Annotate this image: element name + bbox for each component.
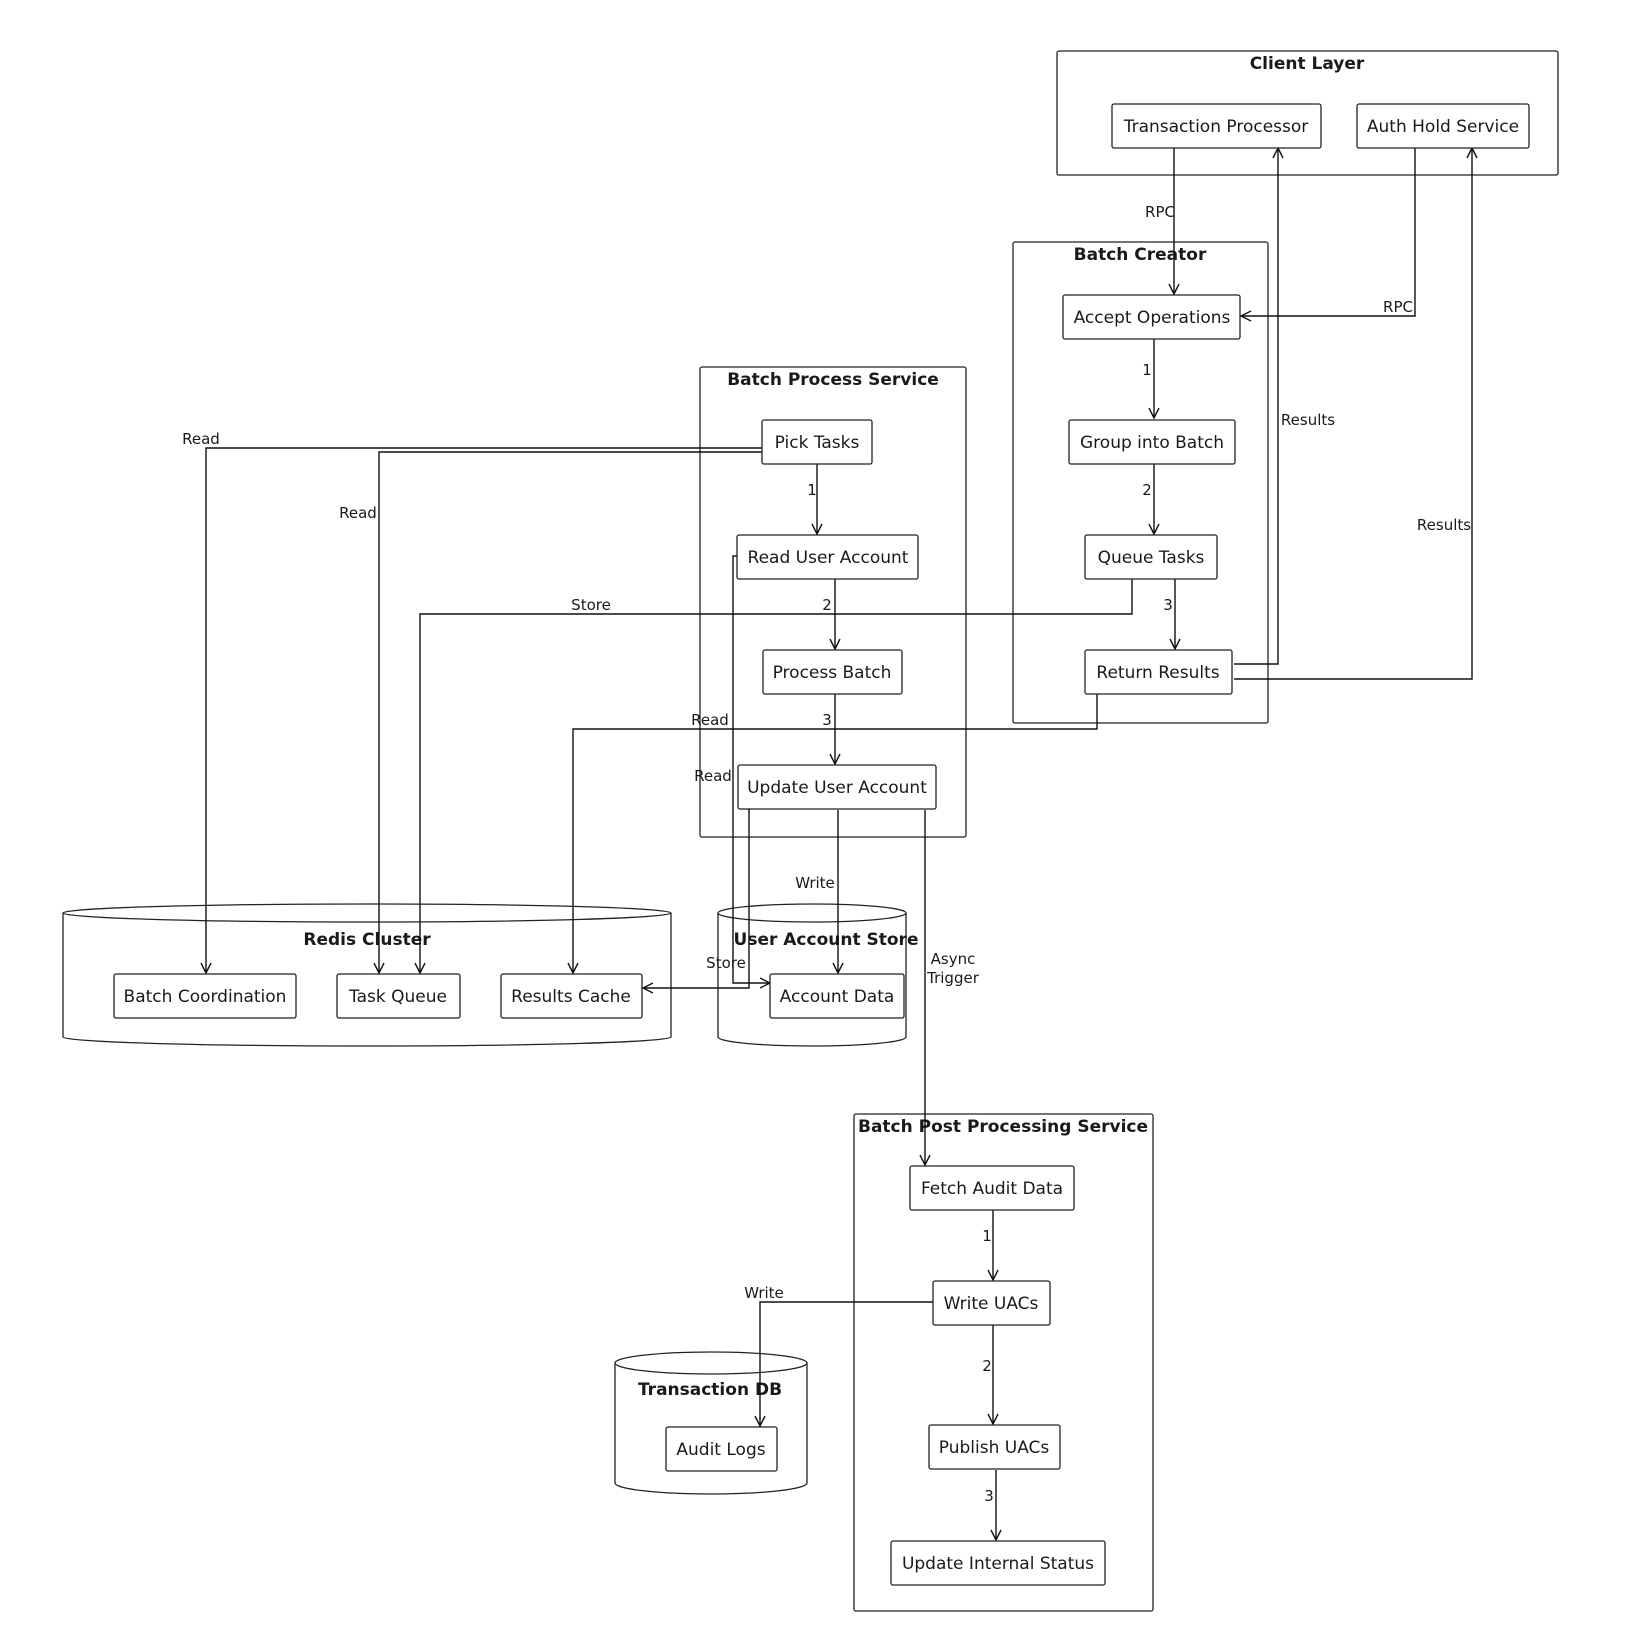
edge-queue-store-taskqueue <box>420 579 1133 973</box>
svg-text:Task Queue: Task Queue <box>348 987 447 1007</box>
edge-label-async-trigger-1: Async <box>931 950 976 968</box>
transaction-db-group: Transaction DB <box>614 1351 808 1495</box>
edge-label-bc-step3: 3 <box>1163 596 1173 614</box>
node-write-uacs[interactable]: Write UACs <box>932 1280 1051 1326</box>
node-return-results[interactable]: Return Results <box>1084 649 1233 695</box>
client-layer-title: Client Layer <box>1250 54 1365 74</box>
edge-label-read-results: Read <box>691 711 729 729</box>
node-transaction-processor[interactable]: Transaction Processor <box>1111 103 1322 149</box>
svg-text:Account Data: Account Data <box>780 987 895 1007</box>
svg-text:Transaction Processor: Transaction Processor <box>1123 117 1309 137</box>
node-batch-coordination[interactable]: Batch Coordination <box>113 973 297 1019</box>
edge-pick-read-coordination <box>206 447 763 973</box>
node-update-internal-status[interactable]: Update Internal Status <box>890 1540 1106 1586</box>
svg-text:Accept Operations: Accept Operations <box>1074 308 1231 328</box>
edge-label-pp-step1: 1 <box>982 1227 992 1245</box>
node-update-user-account[interactable]: Update User Account <box>737 764 937 810</box>
user-account-store-title: User Account Store <box>734 930 919 950</box>
client-layer-group: Client Layer <box>1056 50 1559 176</box>
svg-text:Results Cache: Results Cache <box>511 987 631 1007</box>
batch-post-processing-service-title: Batch Post Processing Service <box>858 1117 1148 1137</box>
node-results-cache[interactable]: Results Cache <box>500 973 643 1019</box>
edge-label-pp-step2: 2 <box>982 1357 992 1375</box>
batch-creator-title: Batch Creator <box>1074 245 1207 265</box>
svg-text:Write UACs: Write UACs <box>944 1294 1039 1314</box>
edge-label-store-queue: Store <box>571 596 611 614</box>
edge-label-read-account: Read <box>694 767 732 785</box>
node-task-queue[interactable]: Task Queue <box>336 973 461 1019</box>
edge-label-pp-step3: 3 <box>984 1487 994 1505</box>
edge-label-write-account: Write <box>795 874 835 892</box>
edge-label-results-tp: Results <box>1281 411 1335 429</box>
edge-results-to-authhold <box>1234 148 1472 680</box>
edge-label-bp-step1: 1 <box>807 481 817 499</box>
node-fetch-audit-data[interactable]: Fetch Audit Data <box>909 1165 1075 1211</box>
svg-text:Group into Batch: Group into Batch <box>1080 433 1224 453</box>
node-audit-logs[interactable]: Audit Logs <box>665 1426 778 1472</box>
edge-label-bp-step2: 2 <box>822 596 832 614</box>
transaction-db-title: Transaction DB <box>638 1380 782 1400</box>
svg-text:Publish UACs: Publish UACs <box>939 1438 1050 1458</box>
edge-label-write-audit: Write <box>744 1284 784 1302</box>
node-read-user-account[interactable]: Read User Account <box>736 534 919 580</box>
svg-text:Audit Logs: Audit Logs <box>676 1440 765 1460</box>
node-auth-hold-service[interactable]: Auth Hold Service <box>1356 103 1530 149</box>
redis-cluster-group: Redis Cluster <box>62 903 672 1047</box>
svg-text:Auth Hold Service: Auth Hold Service <box>1367 117 1519 137</box>
edge-writeuacs-to-auditlogs <box>760 1301 934 1426</box>
edge-label-async-trigger-2: Trigger <box>926 969 980 987</box>
edge-results-to-tp <box>1234 148 1278 665</box>
edge-label-results-ah: Results <box>1417 516 1471 534</box>
edge-label-store-results: Store <box>706 954 746 972</box>
svg-text:Return Results: Return Results <box>1096 663 1219 683</box>
edge-update-store-resultscache <box>643 810 749 988</box>
edge-label-bc-step1: 1 <box>1142 361 1152 379</box>
edge-label-rpc-ah: RPC <box>1383 298 1413 316</box>
svg-text:Update User Account: Update User Account <box>747 778 927 798</box>
edge-pick-read-taskqueue <box>379 451 763 973</box>
batch-process-service-title: Batch Process Service <box>727 370 939 390</box>
node-account-data[interactable]: Account Data <box>769 973 905 1019</box>
svg-text:Read User Account: Read User Account <box>748 548 909 568</box>
svg-text:Fetch Audit Data: Fetch Audit Data <box>921 1179 1063 1199</box>
batch-post-processing-service-group: Batch Post Processing Service <box>853 1113 1154 1612</box>
node-pick-tasks[interactable]: Pick Tasks <box>761 419 873 465</box>
svg-text:Queue Tasks: Queue Tasks <box>1098 548 1205 568</box>
node-queue-tasks[interactable]: Queue Tasks <box>1084 534 1218 580</box>
node-publish-uacs[interactable]: Publish UACs <box>928 1424 1061 1470</box>
svg-text:Process Batch: Process Batch <box>773 663 892 683</box>
nodes: Transaction Processor Auth Hold Service … <box>113 103 1530 1586</box>
edge-labels: RPC RPC Results Results 1 2 3 Store Read… <box>182 203 1471 1505</box>
edge-label-bc-step2: 2 <box>1142 481 1152 499</box>
node-group-into-batch[interactable]: Group into Batch <box>1068 419 1236 465</box>
svg-text:Update Internal Status: Update Internal Status <box>902 1554 1094 1574</box>
redis-cluster-title: Redis Cluster <box>303 930 431 950</box>
edges <box>206 148 1472 1540</box>
batch-process-service-group: Batch Process Service <box>699 366 967 838</box>
edge-label-read-taskqueue: Read <box>339 504 377 522</box>
edge-label-bp-step3: 3 <box>822 711 832 729</box>
svg-text:Batch Coordination: Batch Coordination <box>124 987 287 1007</box>
edge-label-rpc-tp: RPC <box>1145 203 1175 221</box>
edge-label-read-coordination: Read <box>182 430 220 448</box>
edge-authhold-to-accept <box>1241 148 1416 316</box>
node-accept-operations[interactable]: Accept Operations <box>1062 294 1241 340</box>
svg-text:Pick Tasks: Pick Tasks <box>775 433 860 453</box>
node-process-batch[interactable]: Process Batch <box>762 649 903 695</box>
